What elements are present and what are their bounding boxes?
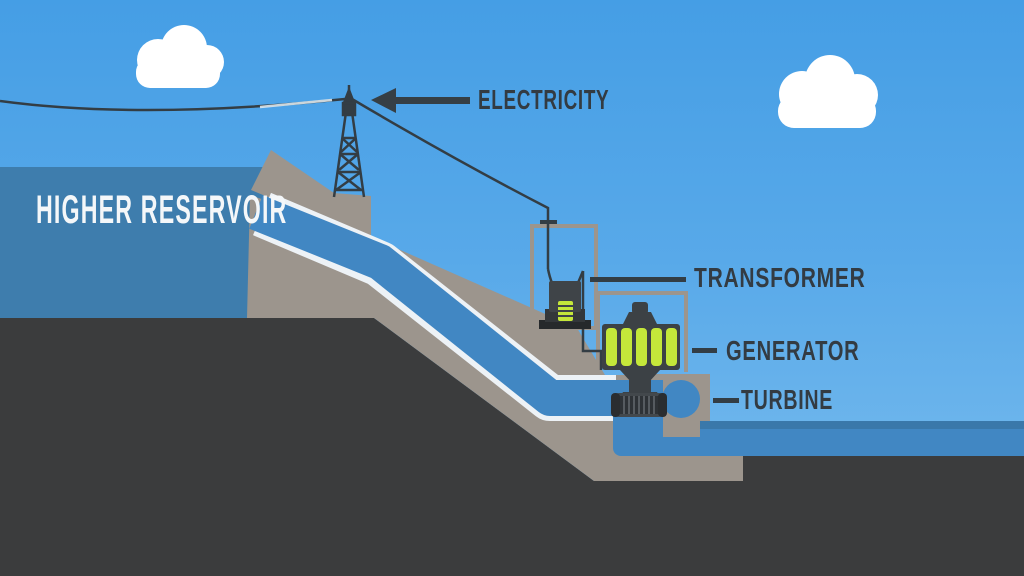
generator-frame xyxy=(596,291,688,372)
power-line-highlight xyxy=(259,98,333,109)
transformer-label: TRANSFORMER xyxy=(694,262,866,293)
cloud-icon xyxy=(778,55,878,128)
transformer-leader-line xyxy=(590,277,686,282)
generator-leader-line xyxy=(692,348,717,353)
turbine-icon xyxy=(611,393,667,417)
turbine-label: TURBINE xyxy=(741,384,834,415)
turbine-leader-line xyxy=(713,398,739,403)
ground xyxy=(0,318,1024,576)
generator-icon xyxy=(602,302,680,399)
dam-crest xyxy=(251,150,371,240)
lower-reservoir-shade xyxy=(700,421,1024,429)
transformer-icon xyxy=(539,281,591,329)
penstock-water xyxy=(249,195,662,416)
cloud-icon xyxy=(136,25,224,88)
transmission-tower-icon xyxy=(332,85,366,198)
insulator xyxy=(540,220,557,224)
draft-tube-bend xyxy=(662,380,700,418)
arrow-left-icon xyxy=(371,88,470,113)
generator-label: GENERATOR xyxy=(726,335,860,366)
electricity-label: ELECTRICITY xyxy=(478,84,610,115)
higher-reservoir-water xyxy=(0,167,269,318)
higher-reservoir-label: HIGHER RESERVOIR xyxy=(36,188,288,232)
